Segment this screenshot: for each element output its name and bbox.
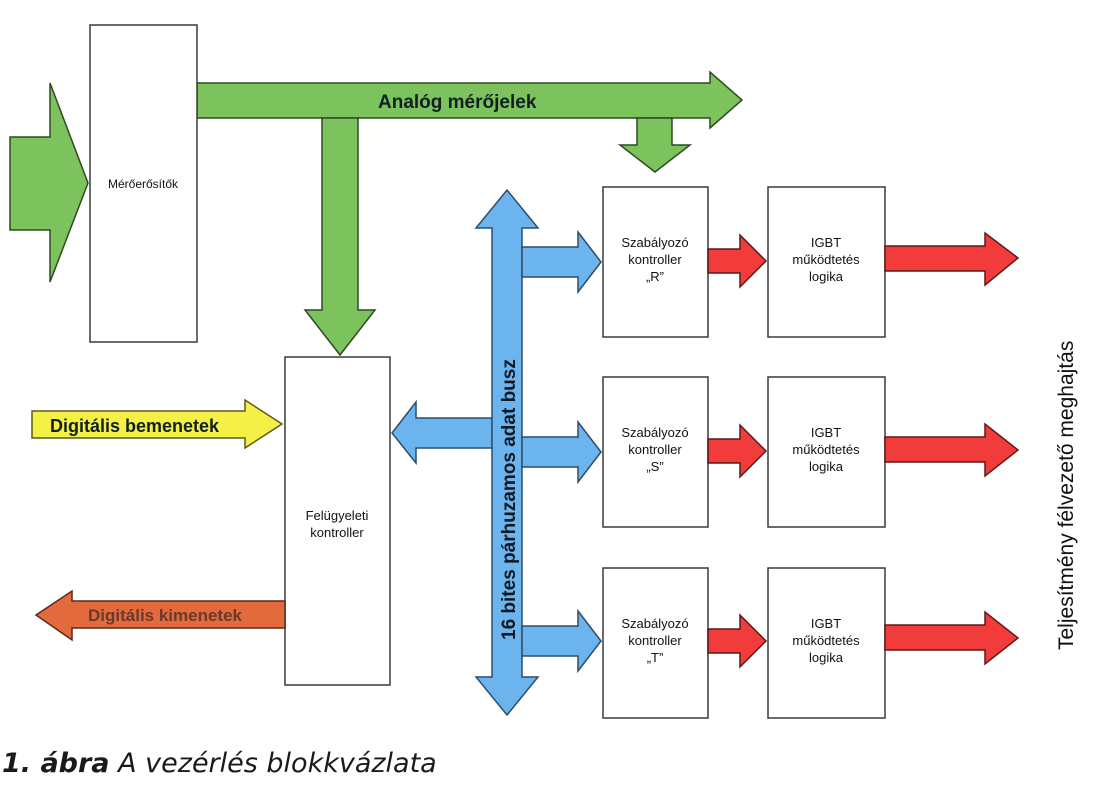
analog-to-controllers-arrow [617,117,693,173]
igbt-t-line3: logika [809,650,844,665]
igbt-s-line3: logika [809,459,844,474]
controller-s-line2: kontroller [628,442,682,457]
controller-r-line3: „R” [646,269,664,284]
controller-t-line1: Szabályozó [621,616,688,631]
digital-outputs-arrow [34,589,286,642]
igbt-r-line1: IGBT [811,235,841,250]
controller-s-block [602,376,709,528]
controller-t-line3: „T” [647,650,664,665]
analog-signals-arrow [196,70,744,130]
digital-inputs-arrow [31,398,284,450]
bus-to-controller-s-arrow [521,419,602,485]
supervisor-label-line2: kontroller [310,525,364,540]
igbt-r-output-arrow [884,231,1020,287]
bus-to-controller-r-arrow [521,229,602,295]
figure-caption-text: A vezérlés blokkvázlata [118,748,437,779]
igbt-s-line2: működtetés [792,442,860,457]
controller-r-block [602,186,709,338]
igbt-t-line2: működtetés [792,633,860,648]
controller-t-block [602,567,709,719]
power-semiconductor-drive-label: Teljesítmény félvezető meghajtás [1055,341,1078,650]
igbt-t-line1: IGBT [811,616,841,631]
igbt-logic-t-block [767,567,886,719]
supervisor-label-line1: Felügyeleti [306,508,369,523]
analog-to-supervisor-arrow [303,117,377,357]
controller-s-line1: Szabályozó [621,425,688,440]
controller-t-line2: kontroller [628,633,682,648]
bus-to-controller-t-arrow [521,608,602,674]
digital-inputs-label: Digitális bemenetek [50,416,220,436]
igbt-r-line2: működtetés [792,252,860,267]
data-bus-arrow [474,188,540,717]
input-signal-arrow [9,82,89,283]
analog-signals-label: Analóg mérőjelek [378,92,537,113]
igbt-logic-r-block [767,186,886,338]
digital-outputs-label: Digitális kimenetek [88,606,243,625]
data-bus-label: 16 bites párhuzamos adat busz [499,359,520,640]
figure-number: 1. ábra [2,748,110,779]
controller-s-line3: „S” [646,459,663,474]
controller-r-line2: kontroller [628,252,682,267]
figure-caption: 1. ábra A vezérlés blokkvázlata [2,748,437,779]
controller-r-to-igbt-arrow [707,233,768,289]
controller-r-line1: Szabályozó [621,235,688,250]
supervisor-controller-block [284,356,391,686]
igbt-t-output-arrow [884,610,1020,666]
igbt-r-line3: logika [809,269,844,284]
amplifiers-block [89,24,198,343]
igbt-s-output-arrow [884,422,1020,478]
controller-t-to-igbt-arrow [707,613,768,669]
igbt-s-line1: IGBT [811,425,841,440]
bus-to-supervisor-arrow [391,399,493,466]
controller-s-to-igbt-arrow [707,423,768,479]
amplifiers-label: Mérőerősítők [108,177,179,191]
